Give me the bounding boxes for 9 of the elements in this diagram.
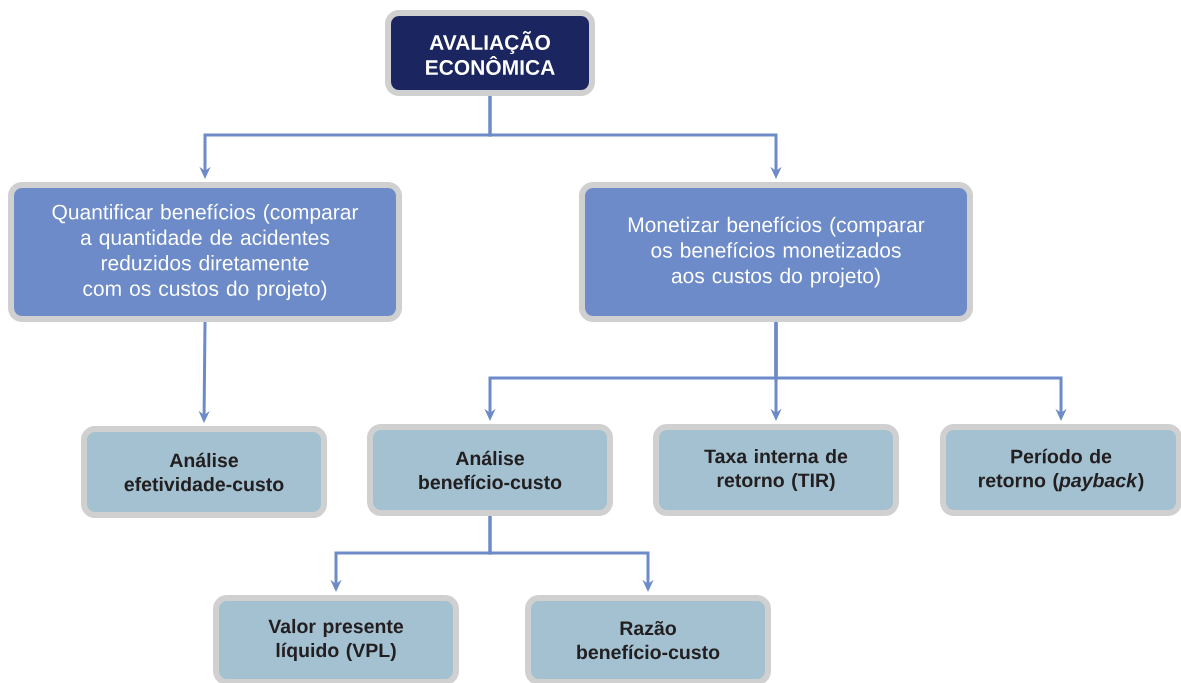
method-box: Análise benefício-custo bbox=[367, 424, 613, 516]
method-box: Análise efetividade-custo bbox=[81, 426, 327, 518]
method-box: Razão benefício-custo bbox=[525, 595, 771, 683]
category-box: Quantificar benefícios (comparar a quantidade de acidentes reduzidos diretamente com os custos do projeto) bbox=[8, 182, 402, 322]
method-box: Valor presente líquido (VPL) bbox=[213, 595, 459, 683]
category-box: Monetizar benefícios (comparar os benefícios monetizados aos custos do projeto) bbox=[579, 182, 973, 322]
title-box: AVALIAÇÃO ECONÔMICA bbox=[385, 10, 595, 96]
method-box: Período de retorno (payback) bbox=[940, 424, 1181, 516]
method-box: Taxa interna de retorno (TIR) bbox=[653, 424, 899, 516]
